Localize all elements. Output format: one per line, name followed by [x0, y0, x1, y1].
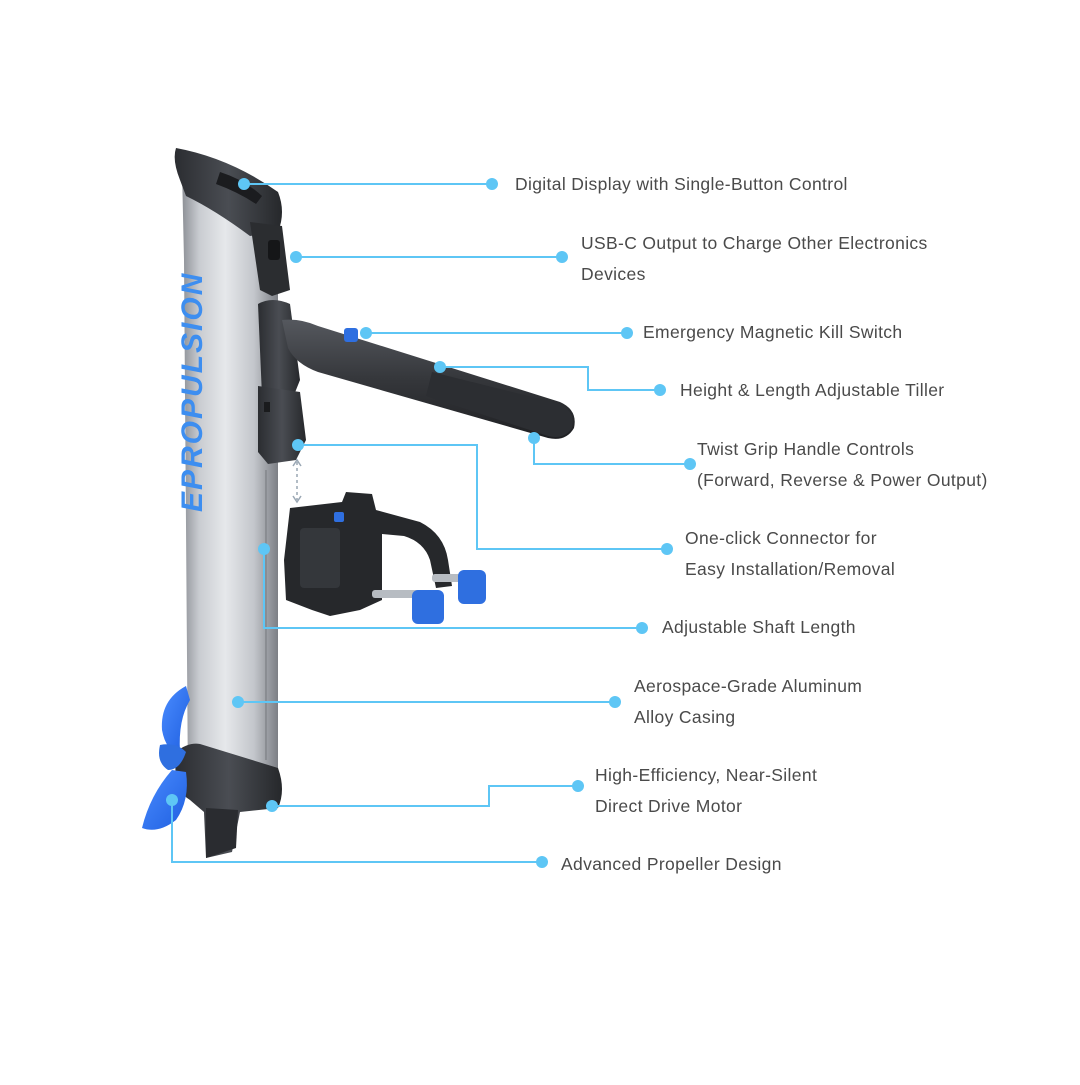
arrow-head-up-icon: [292, 458, 302, 467]
callout-line-motor: [272, 785, 578, 807]
propeller-blade-upper: [161, 686, 190, 752]
callout-line-tiller: [440, 366, 660, 391]
callout-line-connector: [298, 444, 667, 550]
callout-dot-display-end: [486, 178, 498, 190]
callout-label-line: Adjustable Shaft Length: [662, 617, 856, 637]
callout-label-line: Digital Display with Single-Button Contr…: [515, 174, 848, 194]
callout-label-line: Easy Installation/Removal: [685, 558, 896, 579]
callout-dot-usb-end: [556, 251, 568, 263]
callout-label-usb: USB-C Output to Charge Other Electronics…: [581, 228, 928, 289]
clamp-screw-lower: [372, 590, 424, 598]
callout-label-line: Emergency Magnetic Kill Switch: [643, 322, 903, 342]
callout-label-line: Height & Length Adjustable Tiller: [680, 380, 945, 400]
callout-label-propeller: Advanced Propeller Design: [561, 849, 782, 880]
clamp-knob-upper-icon: [458, 570, 486, 604]
propeller-blade-mid: [159, 744, 186, 770]
kill-switch-icon: [344, 328, 358, 342]
tiller-grip: [426, 372, 573, 437]
callout-dot-shaft-end: [636, 622, 648, 634]
callout-label-line: (Forward, Reverse & Power Output): [697, 469, 988, 490]
propeller-blade-lower: [142, 770, 187, 830]
clamp-knob-lower-icon: [412, 590, 444, 624]
callout-label-line: One-click Connector for: [685, 528, 877, 548]
callout-dots: [166, 178, 696, 868]
callout-label-line: High-Efficiency, Near-Silent: [595, 765, 818, 785]
callout-dot-shaft-start: [258, 543, 270, 555]
callout-label-connector: One-click Connector for Easy Installatio…: [685, 523, 895, 584]
callout-dot-tiller-start: [434, 361, 446, 373]
callout-label-line: Alloy Casing: [634, 706, 736, 727]
display-cap: [174, 148, 282, 236]
callout-label-grip: Twist Grip Handle Controls (Forward, Rev…: [697, 434, 988, 495]
motor-pod: [175, 743, 282, 858]
callout-label-tiller: Height & Length Adjustable Tiller: [680, 375, 945, 406]
callout-dot-connector-end: [661, 543, 673, 555]
clamp-plate: [300, 528, 340, 588]
callout-dot-motor-start: [266, 800, 278, 812]
brand-logo: EPROPULSION: [176, 272, 209, 512]
callout-label-shaft: Adjustable Shaft Length: [662, 612, 856, 643]
callout-dot-propeller-start: [166, 794, 178, 806]
connector-slot-icon: [264, 402, 270, 412]
callout-dot-connector-start: [292, 439, 304, 451]
callout-dot-propeller-end: [536, 856, 548, 868]
callout-dot-kill-start: [360, 327, 372, 339]
callout-line-shaft: [263, 549, 642, 629]
callout-dot-usb-start: [290, 251, 302, 263]
callout-dot-grip-start: [528, 432, 540, 444]
callout-dot-kill-end: [621, 327, 633, 339]
callout-dot-tiller-end: [654, 384, 666, 396]
usb-port-icon: [268, 240, 280, 260]
callout-label-kill: Emergency Magnetic Kill Switch: [643, 317, 902, 348]
callout-line-propeller: [171, 800, 542, 863]
callout-label-line: Twist Grip Handle Controls: [697, 439, 915, 459]
callout-dot-motor-end: [572, 780, 584, 792]
connector-block: [258, 386, 306, 464]
clamp-lock-icon: [334, 512, 344, 522]
callout-label-line: Direct Drive Motor: [595, 795, 743, 816]
callout-label-display: Digital Display with Single-Button Contr…: [515, 169, 848, 200]
clamp-screw-upper: [432, 574, 466, 582]
arrow-head-down-icon: [292, 495, 302, 504]
skeg-fin: [206, 808, 238, 858]
callout-lines: [171, 183, 690, 863]
callout-label-line: Devices: [581, 263, 646, 284]
callout-label-line: USB-C Output to Charge Other Electronics: [581, 233, 928, 253]
display-screen-icon: [216, 172, 262, 204]
callout-line-grip: [533, 438, 690, 465]
callout-label-casing: Aerospace-Grade Aluminum Alloy Casing: [634, 671, 862, 732]
callout-label-motor: High-Efficiency, Near-Silent Direct Driv…: [595, 760, 817, 821]
callout-dot-display-start: [238, 178, 250, 190]
callout-label-line: Aerospace-Grade Aluminum: [634, 676, 863, 696]
main-shaft: [182, 170, 278, 790]
callout-dot-grip-end: [684, 458, 696, 470]
callout-dot-casing-start: [232, 696, 244, 708]
callout-dot-casing-end: [609, 696, 621, 708]
callout-label-line: Advanced Propeller Design: [561, 854, 782, 874]
